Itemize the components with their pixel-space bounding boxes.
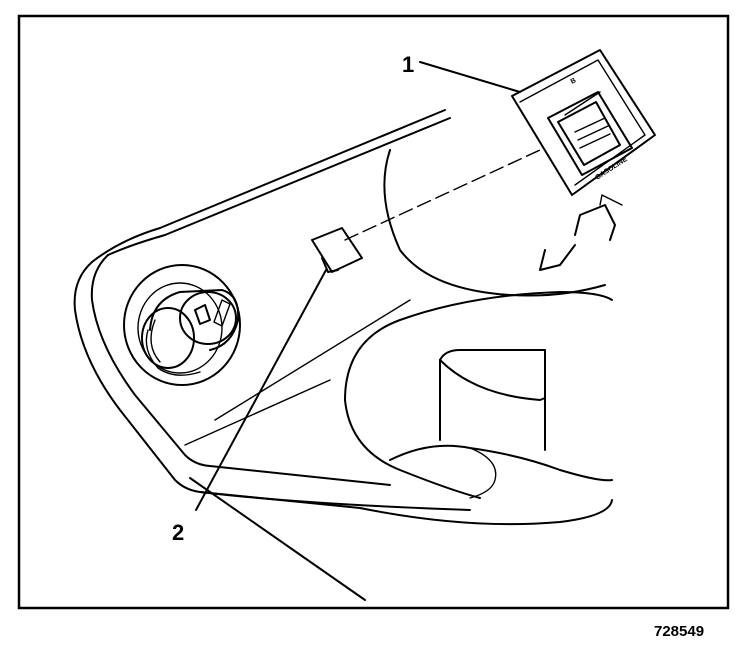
- figure-number: 728549: [654, 623, 704, 640]
- callout-1: 1: [402, 52, 414, 77]
- projection-line: [344, 149, 541, 241]
- leader-line-2: [195, 269, 327, 511]
- console-panel: [73, 109, 623, 601]
- insert-letter: B: [570, 77, 578, 86]
- figure-frame: [17, 14, 730, 610]
- lighter-knob: [123, 264, 241, 386]
- fuel-label-insert: B GASOLINE: [511, 49, 656, 196]
- label-location-recess: [311, 227, 363, 273]
- leader-line-1: [419, 61, 521, 93]
- callout-2: 2: [172, 520, 184, 545]
